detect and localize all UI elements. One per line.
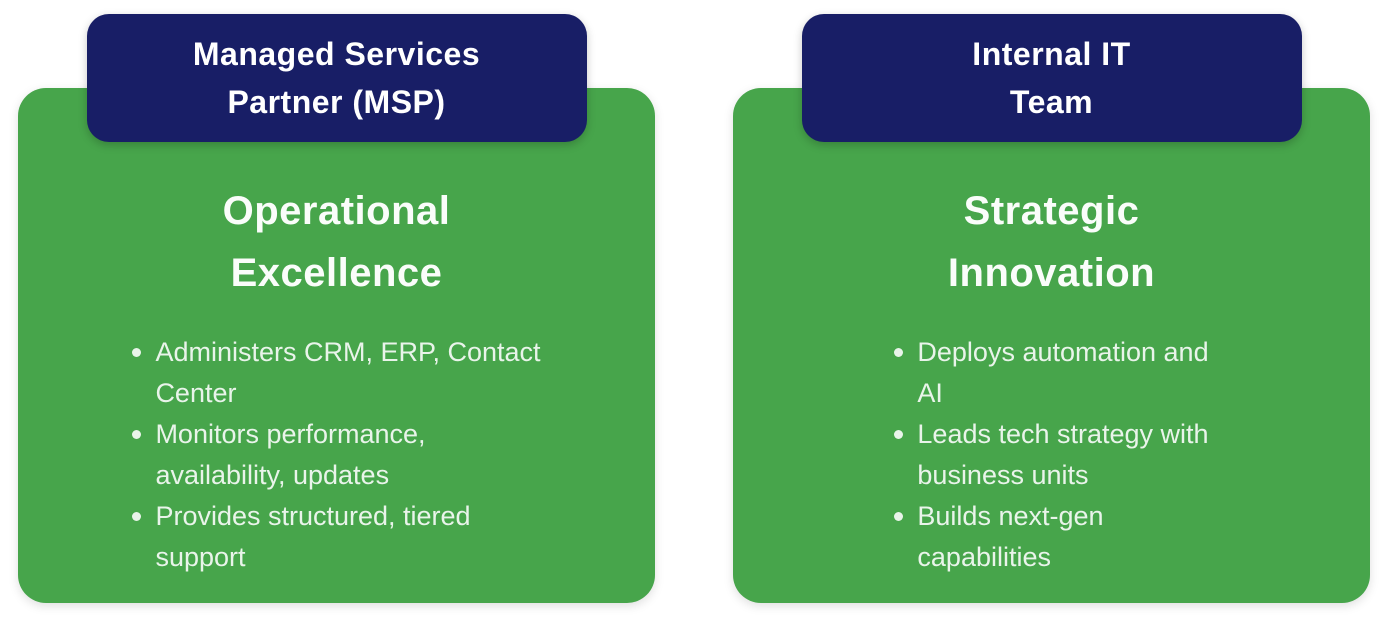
- bullet-dot-icon: [894, 430, 904, 439]
- bullet-dot-icon: [894, 512, 904, 521]
- bullet-dot-icon: [132, 430, 142, 439]
- bullet-text: Monitors performance,availability, updat…: [155, 419, 426, 490]
- list-item: Monitors performance,availability, updat…: [132, 414, 540, 496]
- bullet-dot-icon: [894, 348, 904, 357]
- bullet-dot-icon: [132, 512, 142, 521]
- bullet-dot-icon: [132, 348, 142, 357]
